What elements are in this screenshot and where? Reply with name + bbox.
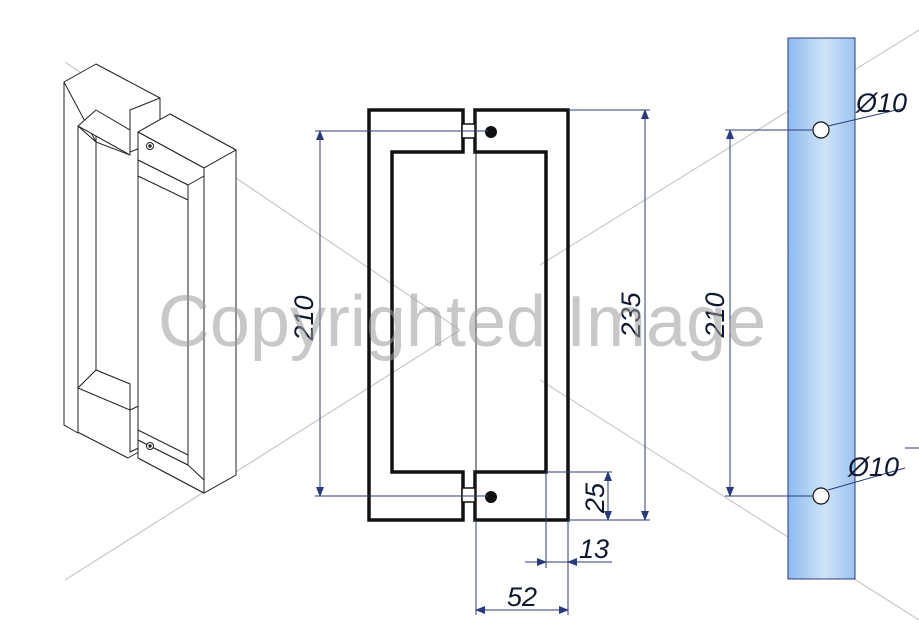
dimension-25-label: 25 <box>580 482 610 514</box>
dimension-line-13 <box>525 472 612 568</box>
dimension-235-label: 235 <box>616 291 646 338</box>
dimension-210-label: 210 <box>289 295 319 341</box>
dimension-52-label: 52 <box>507 582 537 612</box>
watermark-text: Copyrighted Image <box>158 282 766 362</box>
right-handle-profile <box>473 108 570 522</box>
hole-diameter-top-label: Ø10 <box>855 88 907 118</box>
left-handle-profile <box>367 108 465 522</box>
mounting-hole-bottom <box>812 487 830 505</box>
dimension-line-25 <box>546 471 612 521</box>
front-view: 210 235 25 13 52 <box>289 108 650 615</box>
glass-panel-view: 210 Ø10 Ø10 <box>700 37 919 580</box>
dimension-line-210 <box>315 130 488 497</box>
mounting-hole-top <box>812 121 830 139</box>
dimension-line-52 <box>475 520 569 615</box>
dimension-13-label: 13 <box>579 534 609 564</box>
isometric-view <box>63 63 237 494</box>
hole-diameter-bottom-label: Ø10 <box>847 452 899 482</box>
dimension-line-mount-210 <box>725 107 919 497</box>
dimension-mount-210-label: 210 <box>700 292 730 338</box>
